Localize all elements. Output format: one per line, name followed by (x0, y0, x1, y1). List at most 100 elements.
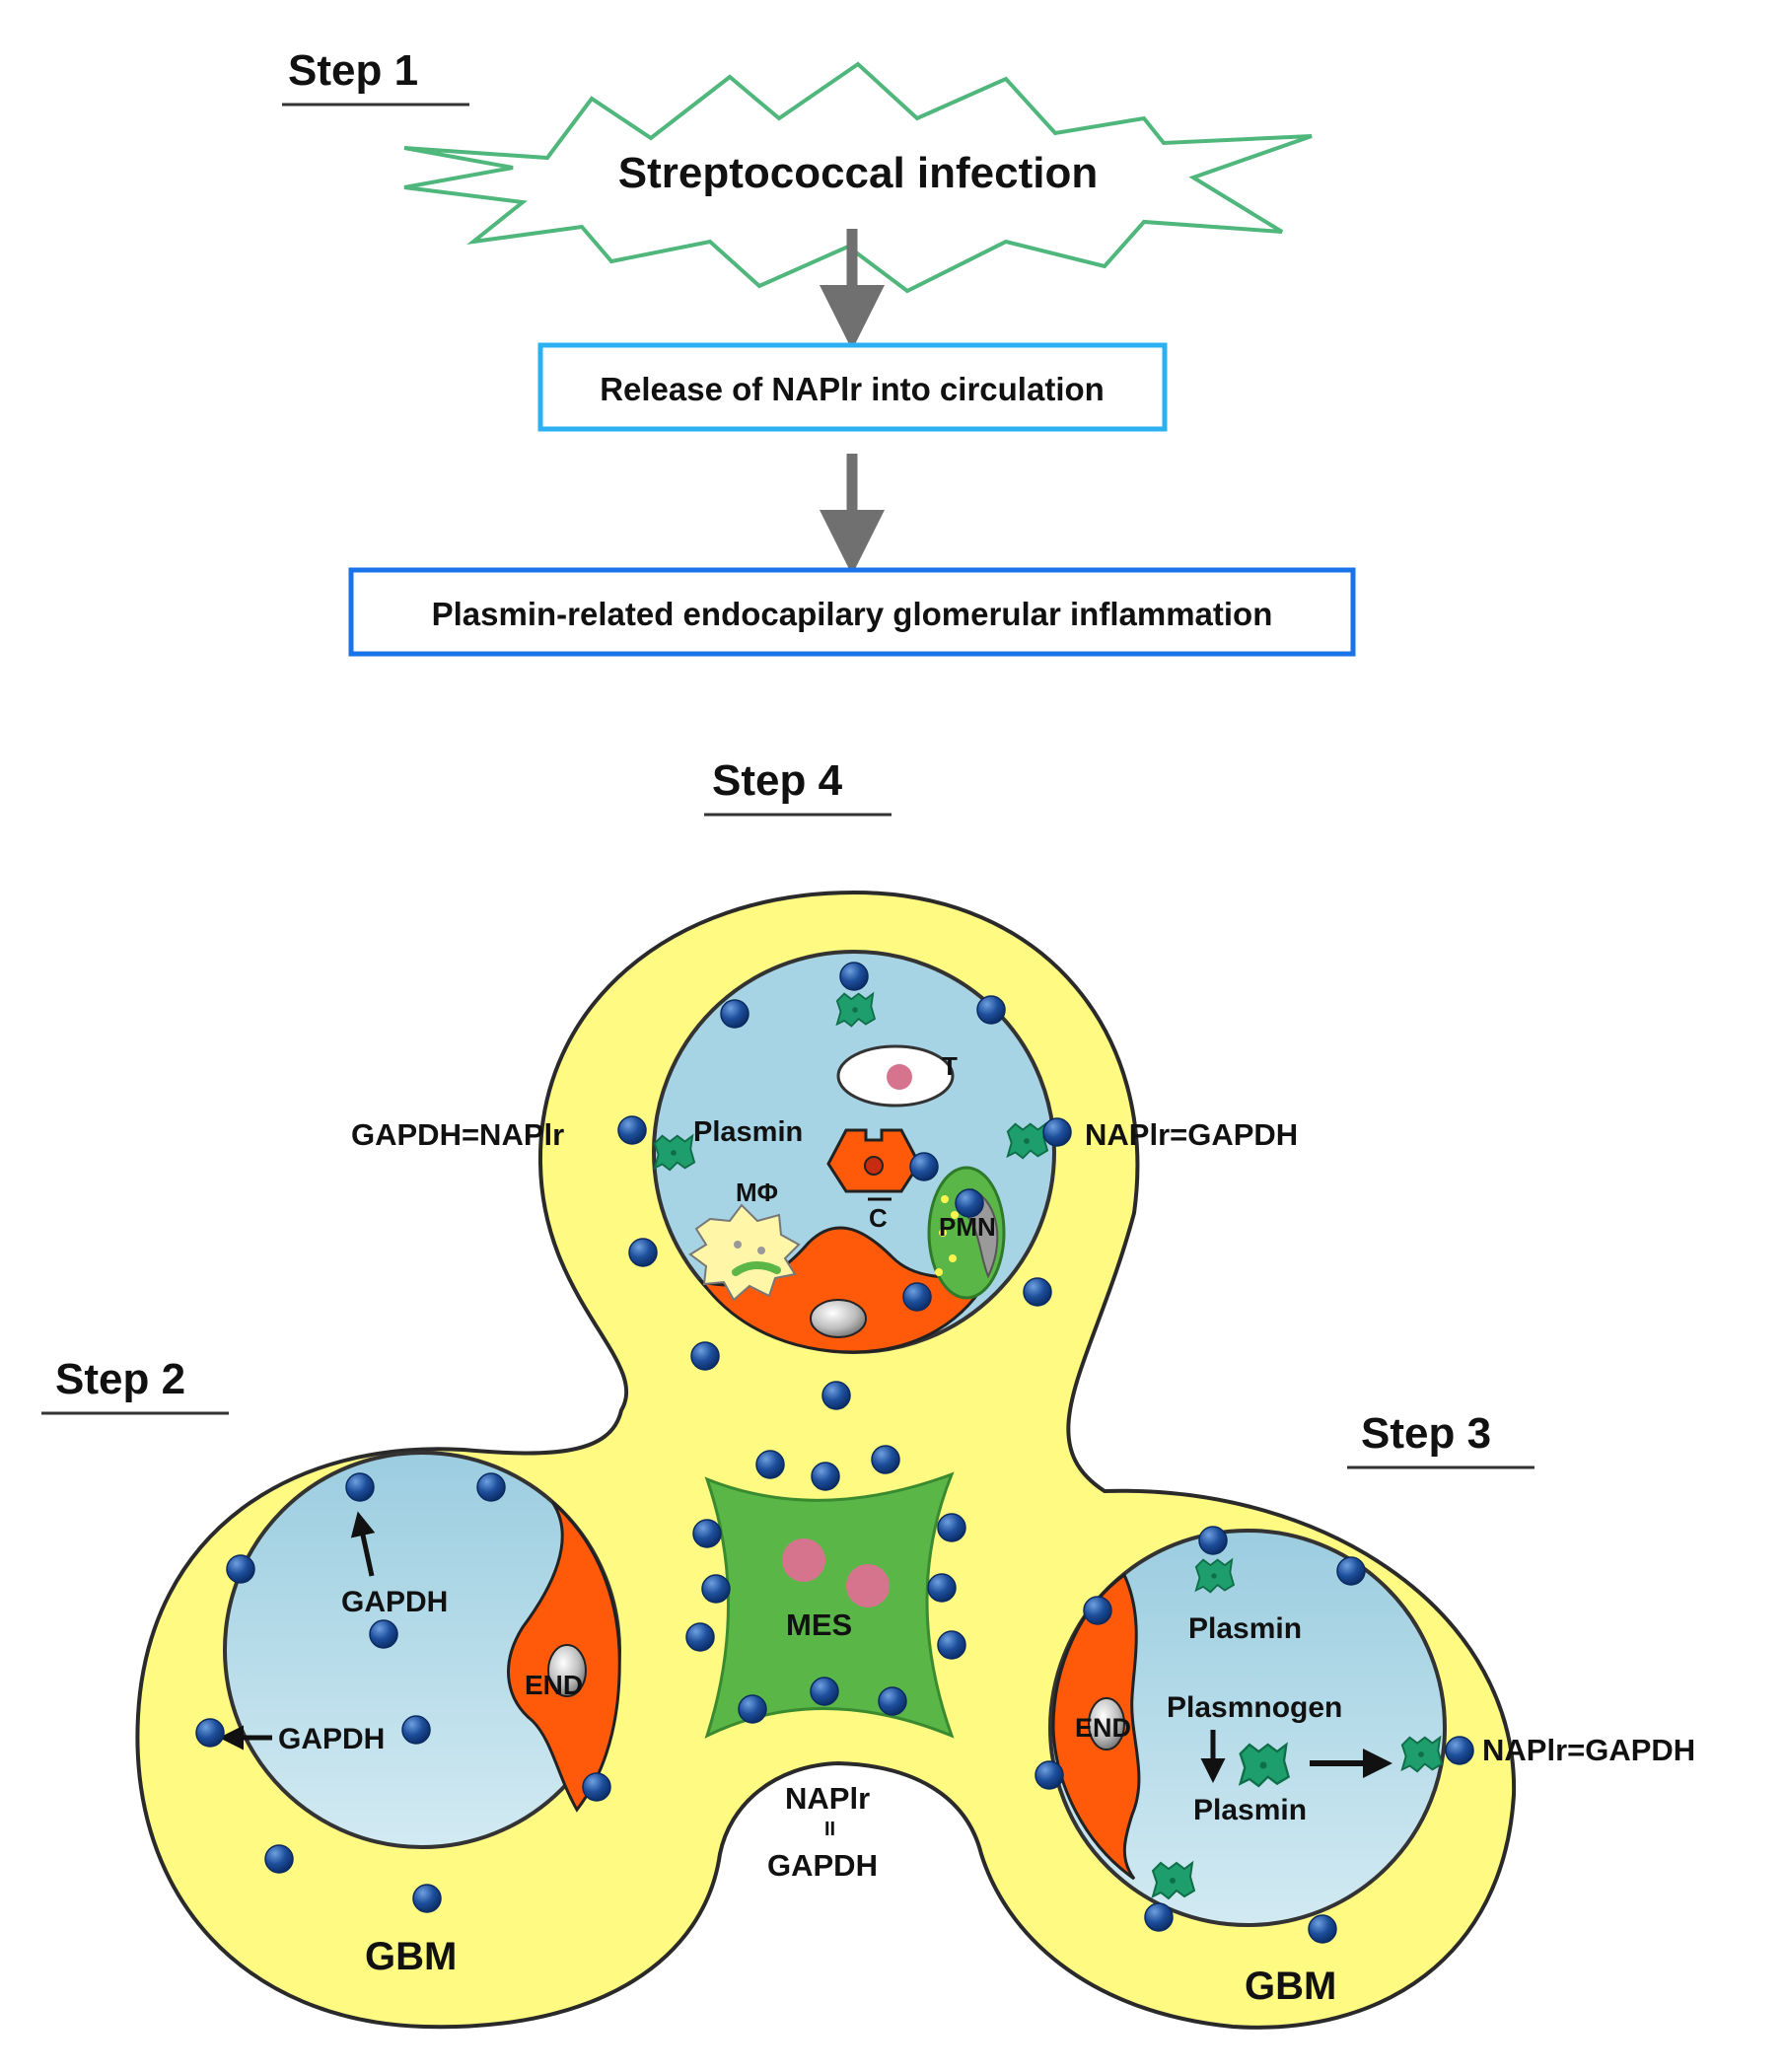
napir-gapdh-dot (685, 1622, 715, 1652)
napir-gapdh-dot (871, 1445, 900, 1474)
complement-core (864, 1156, 884, 1176)
macrophage-shape (688, 1203, 801, 1302)
pmn-granule (949, 1254, 957, 1262)
step3-title: Step 3 (1361, 1409, 1491, 1458)
napir-gapdh-dot (1042, 1117, 1072, 1147)
napir-gapdh-dot (1023, 1277, 1052, 1307)
step2-end-label: END (525, 1670, 583, 1700)
step3-napir-gapdh-label: NAPlr=GAPDH (1482, 1733, 1695, 1767)
step2-gapdh-up-label: GAPDH (341, 1586, 448, 1618)
step3-plasmin-top-label: Plasmin (1188, 1612, 1302, 1645)
inflammation-box (348, 567, 1356, 657)
plasmin-icon (835, 992, 877, 1028)
pmn-granule (939, 1229, 947, 1237)
mesangial-nucleus (782, 1538, 825, 1582)
step2-title: Step 2 (55, 1355, 185, 1403)
napir-gapdh-dot (1198, 1526, 1228, 1555)
mes-label: MES (786, 1608, 852, 1642)
napir-gapdh-dot (839, 962, 869, 991)
napir-gapdh-dot (226, 1554, 255, 1584)
napir-gapdh-dot (1035, 1760, 1064, 1790)
napir-gapdh-dot (412, 1884, 442, 1913)
macrophage-granule (757, 1247, 765, 1254)
napir-gapdh-dot (617, 1115, 647, 1145)
step2-arrow-up (350, 1511, 376, 1577)
macrophage-granule (734, 1241, 742, 1249)
macrophage-label: MΦ (736, 1178, 778, 1207)
napir-gapdh-dot (1144, 1902, 1174, 1932)
mesangial-cell (704, 1471, 955, 1739)
plasmin-icon (653, 1134, 696, 1172)
infection-label: Streptococcal infection (618, 149, 1099, 197)
napir-gapdh-dot (582, 1772, 611, 1802)
step4-plasmin-label: Plasmin (693, 1116, 803, 1148)
step3-end-label: END (1075, 1713, 1131, 1743)
pmn-granule (951, 1211, 959, 1219)
step3-gbm-label: GBM (1245, 1965, 1336, 2008)
mesangial-region: MES (704, 1471, 955, 1739)
napir-gapdh-dot (1083, 1596, 1112, 1625)
napir-gapdh-dot (909, 1152, 939, 1181)
napir-gapdh-dot (878, 1686, 907, 1716)
napir-gapdh-dot (811, 1462, 840, 1491)
macrophage-inclusion (732, 1261, 781, 1276)
napir-gapdh-dot (401, 1715, 431, 1745)
step4-capillary: T C MΦ PMN Plasmin (652, 950, 1056, 1354)
napir-gapdh-dot (976, 995, 1006, 1025)
plasmin-icon (1400, 1736, 1444, 1773)
step4-gapdh-napir-label: GAPDH=NAPlr (351, 1117, 564, 1152)
step3-endothelial-nucleus (1088, 1697, 1125, 1750)
napir-gapdh-dot (345, 1472, 375, 1502)
step1-section: Step 1 Streptococcal infection Release o… (282, 46, 1356, 657)
step4-napir-gapdh-label: NAPlr=GAPDH (1085, 1117, 1298, 1152)
napir-gapdh-dot (195, 1718, 225, 1748)
center-napir-label: NAPlr (785, 1781, 870, 1816)
napir-gapdh-dot (701, 1574, 731, 1604)
napir-gapdh-dot (264, 1844, 294, 1874)
napir-gapdh-dot (476, 1472, 506, 1502)
napir-gapdh-dot (927, 1573, 957, 1603)
mesangial-nucleus (846, 1564, 890, 1608)
step2-gbm-label: GBM (365, 1935, 457, 1978)
napir-gapdh-dot (369, 1619, 398, 1649)
step4-title: Step 4 (712, 756, 843, 805)
napir-gapdh-dot (902, 1282, 932, 1312)
napir-gapdh-dot (821, 1381, 851, 1410)
t-cell-nucleus (887, 1064, 912, 1090)
step3-capillary: END Plasmin Plasmnogen Plasmin (1048, 1529, 1447, 1927)
napir-gapdh-dot (755, 1450, 785, 1479)
step2-capillary: END GAPDH GAPDH (219, 1451, 621, 1849)
plasmin-icon (1151, 1861, 1196, 1900)
infection-burst-shape (403, 61, 1313, 294)
napir-gapdh-dot (937, 1513, 966, 1542)
t-cell-label: T (942, 1051, 958, 1081)
plasmin-icon (1006, 1122, 1049, 1160)
napir-gapdh-dot (1445, 1736, 1474, 1765)
step3-lumen (1048, 1529, 1447, 1927)
step4-endothelial-nucleus (810, 1299, 867, 1338)
napir-gapdh-dot (1336, 1556, 1366, 1586)
complement-label: C (869, 1203, 888, 1233)
release-box (537, 342, 1168, 432)
napir-gapdh-dot (690, 1341, 720, 1371)
napir-gapdh-dot (628, 1238, 658, 1267)
step1-title: Step 1 (288, 46, 418, 95)
release-label: Release of NAPlr into circulation (600, 371, 1105, 407)
napir-gapdh-dot (720, 999, 749, 1029)
step3-plasminogen-label: Plasmnogen (1167, 1691, 1342, 1724)
napir-gapdh-dot (955, 1188, 984, 1218)
inflammation-label: Plasmin-related endocapilary glomerular … (432, 596, 1273, 632)
plasmin-icon (1194, 1558, 1236, 1594)
napir-gapdh-dot (692, 1519, 722, 1548)
step2-gapdh-left-label: GAPDH (278, 1723, 385, 1755)
napir-gapdh-dot (1308, 1914, 1337, 1944)
center-gapdh-label: GAPDH (767, 1848, 878, 1883)
center-equals-label: II (824, 1819, 835, 1840)
pmn-granule (935, 1268, 943, 1276)
plasmin-icon (1239, 1743, 1290, 1788)
napir-gapdh-dot (937, 1630, 966, 1660)
napir-gapdh-dot (738, 1694, 767, 1724)
step3-plasmin-bottom-label: Plasmin (1193, 1794, 1307, 1826)
step2-endothelial-nucleus (547, 1644, 587, 1697)
